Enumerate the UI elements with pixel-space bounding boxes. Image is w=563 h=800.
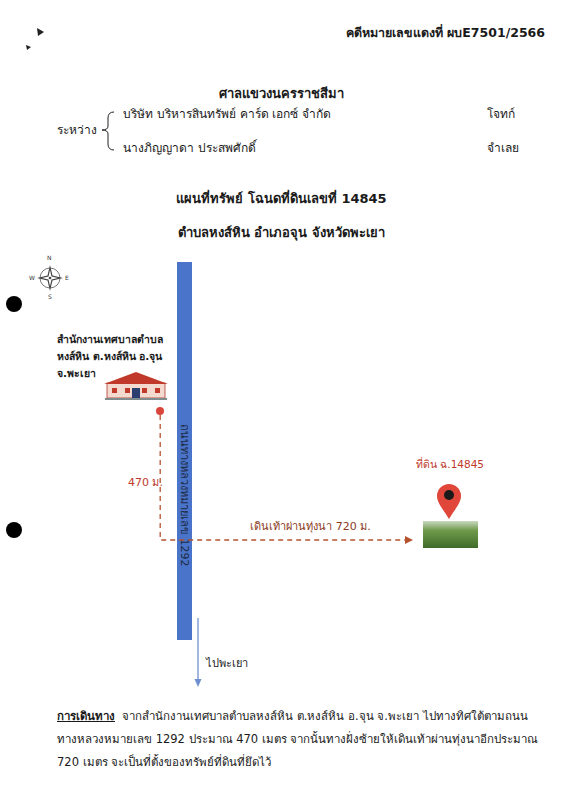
compass-letter: W xyxy=(29,274,35,281)
map-subtitle: ตำบลหงส์หิน อำเภอจุน จังหวัดพะเยา xyxy=(0,225,563,241)
route-label: เดินเท้าผ่านทุ่งนา 720 ม. xyxy=(250,519,371,535)
building-door xyxy=(132,388,140,398)
plaintiff-name: บริษัท บริหารสินทรัพย์ คาร์ด เอกซ์ จำกัด xyxy=(123,106,331,122)
case-number: คดีหมายเลขแดงที่ ผบE7501/2566 xyxy=(346,25,545,41)
travel-paragraph: การเดินทางจากสำนักงานเทศบาลตำบลหงส์หิน ต… xyxy=(57,705,539,774)
compass-rose xyxy=(37,265,63,291)
compass-letter: E xyxy=(65,274,69,281)
distance-label: 470 ม. xyxy=(128,475,163,491)
court-name: ศาลแขวงนครราชสีมา xyxy=(0,86,563,102)
compass-letter: N xyxy=(47,254,52,261)
defendant-name: นางภิญญาดา ประสพศักดิ์ xyxy=(123,140,256,156)
corner-mark xyxy=(37,28,44,36)
land-node: ที่ดิน ฉ.14845 xyxy=(412,455,488,550)
building-window xyxy=(112,388,117,393)
compass-letter: S xyxy=(48,293,52,300)
route-connector xyxy=(160,415,412,540)
location-pin xyxy=(437,484,461,519)
building-base xyxy=(105,398,167,400)
building-wall xyxy=(107,383,165,398)
corner-mark xyxy=(26,45,31,50)
start-dot xyxy=(156,407,164,415)
office-node: สำนักงานเทศบาลตำบลหงส์หิน ต.หงส์หิน อ.จุ… xyxy=(57,331,177,415)
rice-field xyxy=(423,521,478,548)
plaintiff-role: โจทก์ xyxy=(487,106,515,122)
direction-arrowhead xyxy=(195,679,202,687)
travel-text: จากสำนักงานเทศบาลตำบลหงส์หิน ต.หงส์หิน อ… xyxy=(57,709,539,769)
between-label: ระหว่าง xyxy=(57,122,97,138)
building-roof xyxy=(104,372,168,384)
building-window xyxy=(142,388,147,393)
node-text: ที่ดิน ฉ.14845 xyxy=(412,457,488,471)
node-text: ถนนทางหลวงหมายเลข 1292 xyxy=(178,424,191,567)
direction-arrow xyxy=(197,618,198,680)
map-title: แผนที่ทรัพย์ โฉนดที่ดินเลขที่ 14845 xyxy=(0,191,563,207)
party-bracket xyxy=(102,112,114,150)
direction-label: ไปพะเยา xyxy=(206,656,248,672)
highway-band: ถนนทางหลวงหมายเลข 1292 xyxy=(177,262,192,640)
node-text: สำนักงานเทศบาลตำบลหงส์หิน ต.หงส์หิน อ.จุ… xyxy=(57,331,177,382)
travel-heading: การเดินทาง xyxy=(57,709,115,723)
building-window xyxy=(155,388,160,393)
punch-hole xyxy=(6,522,22,538)
building-window xyxy=(125,388,130,393)
punch-hole xyxy=(6,296,22,312)
pin-dot xyxy=(444,490,454,500)
defendant-role: จำเลย xyxy=(487,140,519,156)
